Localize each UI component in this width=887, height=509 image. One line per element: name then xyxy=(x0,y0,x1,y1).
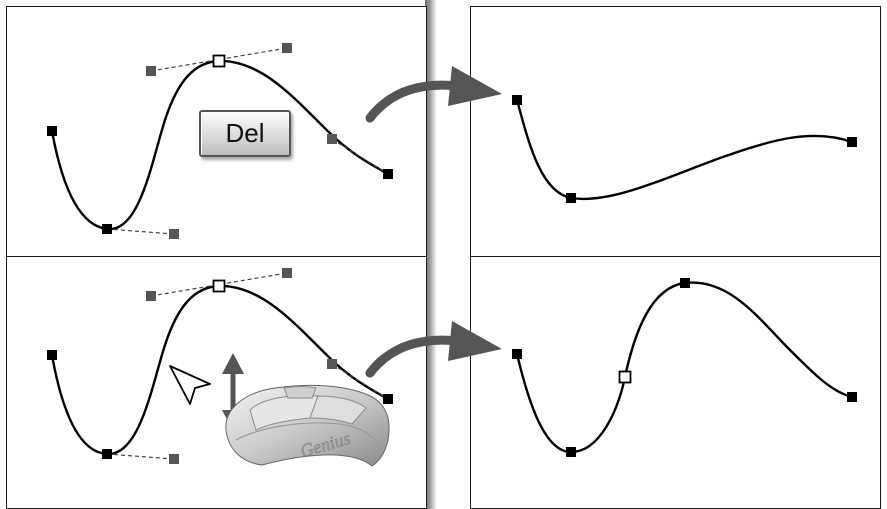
mouse-icon: Genius xyxy=(225,384,390,467)
bezier-curve xyxy=(515,99,853,201)
anchor-point[interactable] xyxy=(566,193,576,203)
curved-arrow-icon xyxy=(365,321,502,378)
handle-line xyxy=(150,272,288,297)
inserted-anchor-point[interactable] xyxy=(618,370,632,384)
bottom-left-curve-group xyxy=(47,268,393,464)
anchor-point[interactable] xyxy=(566,447,576,457)
anchor-point[interactable] xyxy=(847,137,857,147)
control-handle[interactable] xyxy=(327,134,337,144)
panel-bottom-left xyxy=(6,256,427,509)
anchor-point[interactable] xyxy=(47,126,57,136)
control-handle[interactable] xyxy=(146,66,156,76)
bezier-curve xyxy=(515,281,853,454)
panel-top-right xyxy=(470,6,881,257)
control-handle[interactable] xyxy=(169,454,179,464)
control-handle[interactable] xyxy=(169,229,179,239)
selected-anchor-point[interactable] xyxy=(212,54,226,68)
anchor-point[interactable] xyxy=(680,278,690,288)
top-left-curve-group xyxy=(47,43,393,239)
handle-line xyxy=(150,47,288,72)
divider-shadow xyxy=(425,0,437,509)
anchor-point[interactable] xyxy=(47,350,57,360)
anchor-point[interactable] xyxy=(847,392,857,402)
selected-anchor-point[interactable] xyxy=(212,279,226,293)
handle-line xyxy=(106,453,175,460)
anchor-point[interactable] xyxy=(383,394,393,404)
top-right-curve-group xyxy=(512,95,857,203)
anchor-point[interactable] xyxy=(512,349,522,359)
anchor-point[interactable] xyxy=(102,449,112,459)
bottom-right-curve-group xyxy=(512,278,857,457)
control-handle[interactable] xyxy=(327,359,337,369)
anchor-point[interactable] xyxy=(512,95,522,105)
panel-bottom-right xyxy=(470,256,881,509)
handle-line xyxy=(106,228,175,235)
delete-key[interactable]: Del xyxy=(199,110,291,157)
curved-arrow-icon xyxy=(365,66,502,123)
anchor-point[interactable] xyxy=(383,169,393,179)
control-handle[interactable] xyxy=(146,291,156,301)
control-handle[interactable] xyxy=(282,268,292,278)
anchor-point[interactable] xyxy=(102,224,112,234)
arrow-cursor-icon xyxy=(169,365,211,405)
control-handle[interactable] xyxy=(282,43,292,53)
